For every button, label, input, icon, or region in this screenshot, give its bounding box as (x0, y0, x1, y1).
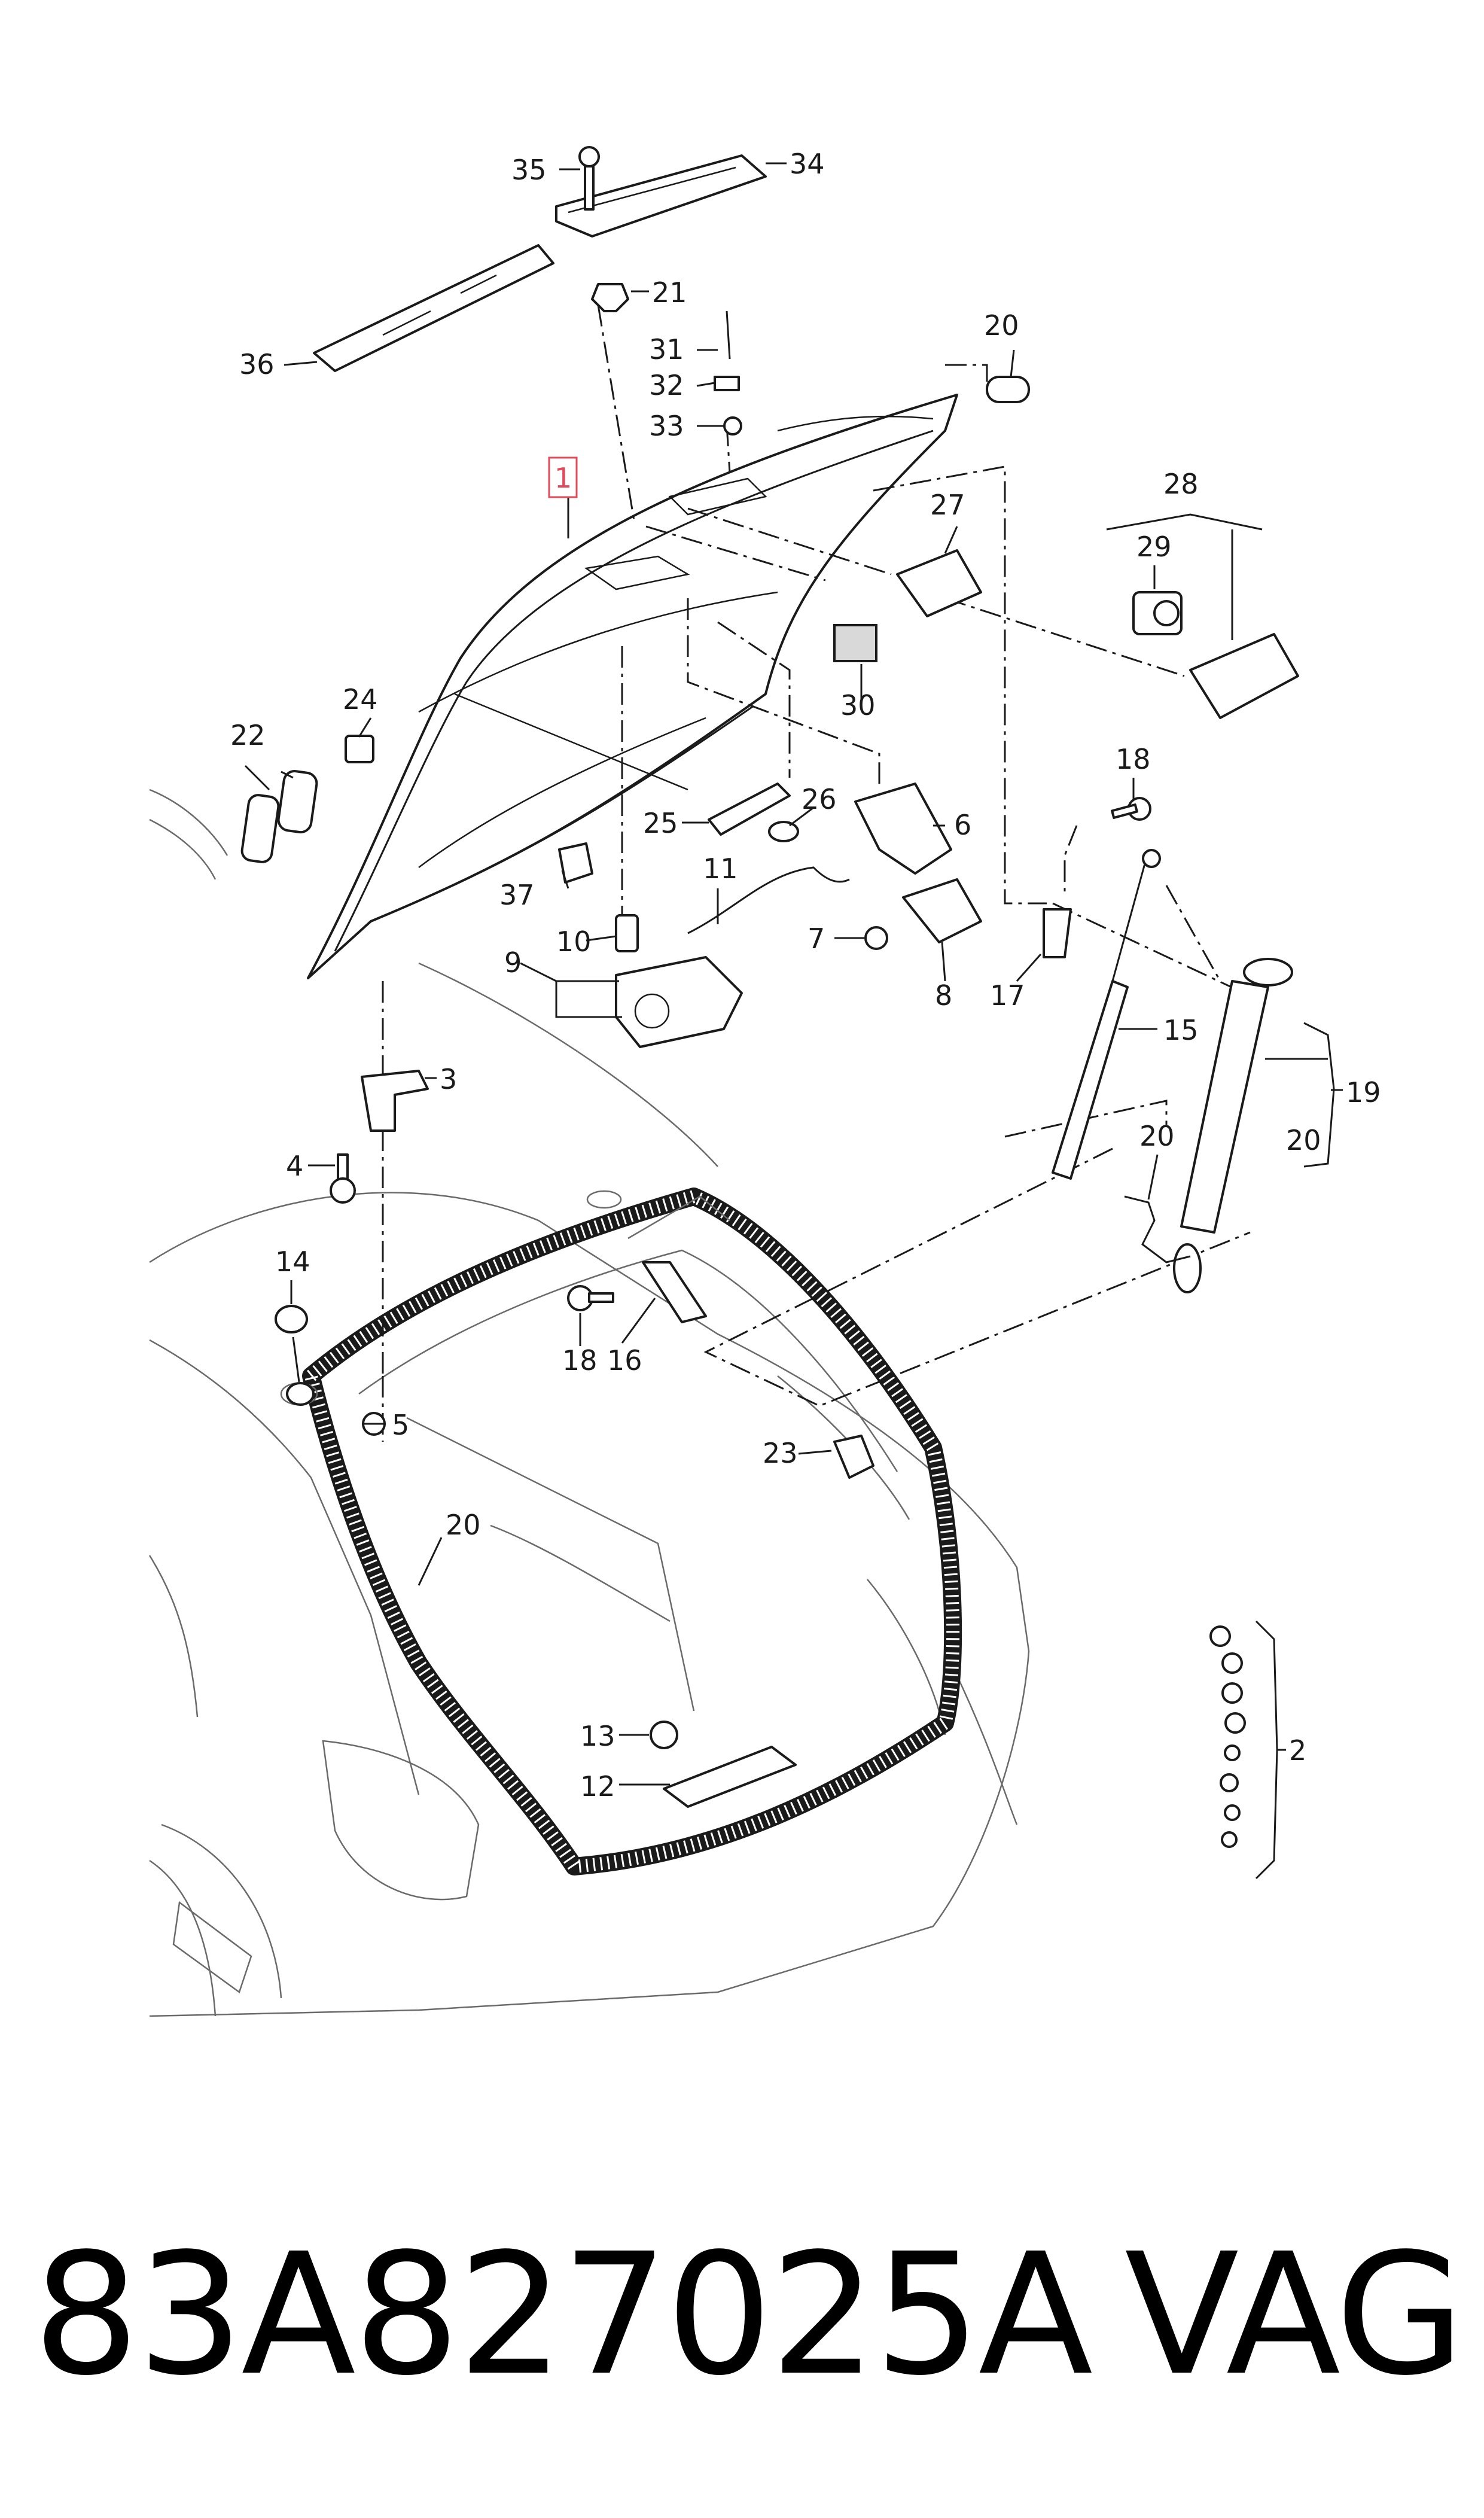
callout-37: 35 (511, 154, 547, 186)
link-16 (642, 1261, 707, 1323)
callout-21: 20 (446, 1509, 481, 1541)
bracket-12 (663, 1746, 797, 1808)
callout-3: 3 (440, 1063, 457, 1095)
callout-18-right: 18 (1116, 743, 1151, 775)
callout-32: 30 (840, 689, 876, 721)
callout-14: 14 (275, 1246, 310, 1278)
svg-text:1: 1 (554, 462, 572, 494)
label-leaders (244, 162, 1343, 1880)
harness-20 (1124, 1195, 1191, 1263)
tailgate-panel-1 (307, 394, 958, 979)
callout-24: 22 (230, 719, 266, 751)
fastener-set-2 (1209, 1625, 1246, 1848)
clip-23 (591, 283, 629, 312)
callout-35: 33 (649, 410, 684, 442)
trim-strip-38 (313, 244, 554, 372)
callout-22: 20 (984, 309, 1019, 342)
bracket-34 (714, 376, 740, 391)
callout-38: 36 (239, 348, 275, 380)
callout-39: 37 (499, 879, 535, 911)
callout-7: 7 (807, 922, 825, 955)
callout-28: 26 (802, 783, 837, 815)
nut-28 (768, 821, 799, 842)
cable-11 (687, 866, 850, 934)
bracket-27 (708, 783, 791, 836)
callout-25: 23 (763, 1437, 798, 1469)
callout-15: 15 (1163, 1014, 1199, 1046)
callout-5: 5 (392, 1409, 409, 1441)
callout-26: 24 (343, 683, 378, 715)
callout-11: 11 (703, 852, 738, 885)
switch-29 (896, 549, 982, 617)
connector-10 (615, 914, 639, 952)
callout-29: 27 (930, 489, 965, 521)
tailgate-seal-21 (280, 1188, 962, 1875)
callout-36: 34 (790, 148, 825, 180)
drive-unit-9 (615, 956, 743, 1048)
callout-13: 13 (580, 1720, 615, 1752)
callout-6: 6 (954, 809, 971, 841)
callout-19: 19 (1346, 1076, 1381, 1109)
label-32 (833, 624, 877, 662)
callout-8: 8 (935, 979, 952, 1012)
striker-8 (902, 878, 982, 943)
callout-31: 29 (1136, 531, 1172, 563)
highlighted-callout-1: 1 (548, 456, 578, 498)
callout-34: 32 (649, 369, 684, 401)
washer-35 (723, 416, 742, 436)
callout-4: 4 (286, 1150, 303, 1182)
callout-2: 2 (1289, 1734, 1306, 1767)
callout-20-right: 20 (1286, 1124, 1321, 1156)
cover-24a (240, 794, 280, 863)
callout-30: 28 (1163, 468, 1199, 500)
gas-strut-15 (1052, 849, 1161, 1180)
gas-strut-19 (1173, 958, 1293, 1293)
callout-10: 10 (556, 925, 592, 958)
bolt-18 (1111, 797, 1151, 821)
callout-labels: 35 34 36 21 31 32 33 20 1 27 28 29 30 24… (230, 148, 1381, 1803)
screw-37 (578, 146, 600, 211)
clip-25 (833, 1435, 874, 1479)
switch-assembly-30 (1189, 633, 1299, 719)
cover-plate-36 (555, 154, 767, 238)
callout-18-lower: 18 (562, 1344, 598, 1377)
nut-13 (650, 1721, 678, 1749)
callout-9: 9 (504, 946, 522, 979)
hinge-3 (361, 1070, 429, 1132)
assembly-leader-lines (382, 305, 1251, 1442)
cover-24b (277, 770, 318, 834)
part-number: 83A827025A (33, 2218, 1093, 2413)
callout-27: 25 (643, 807, 678, 839)
callout-17: 17 (990, 979, 1025, 1012)
nut-7 (864, 926, 888, 950)
callout-33: 31 (649, 333, 684, 366)
brand-name: VAG (1125, 2218, 1465, 2413)
cap-14 (275, 1305, 308, 1333)
lock-6 (854, 783, 952, 875)
callout-20-top: 20 (1139, 1120, 1175, 1152)
cap-26 (345, 735, 374, 763)
bolt-4 (330, 1153, 356, 1204)
callout-16: 16 (607, 1344, 642, 1377)
callout-12: 12 (580, 1770, 615, 1803)
bolt-18-lower (567, 1285, 614, 1311)
bracket-17 (1043, 908, 1072, 958)
cap-22 (986, 376, 1030, 403)
callout-23: 21 (652, 276, 687, 309)
